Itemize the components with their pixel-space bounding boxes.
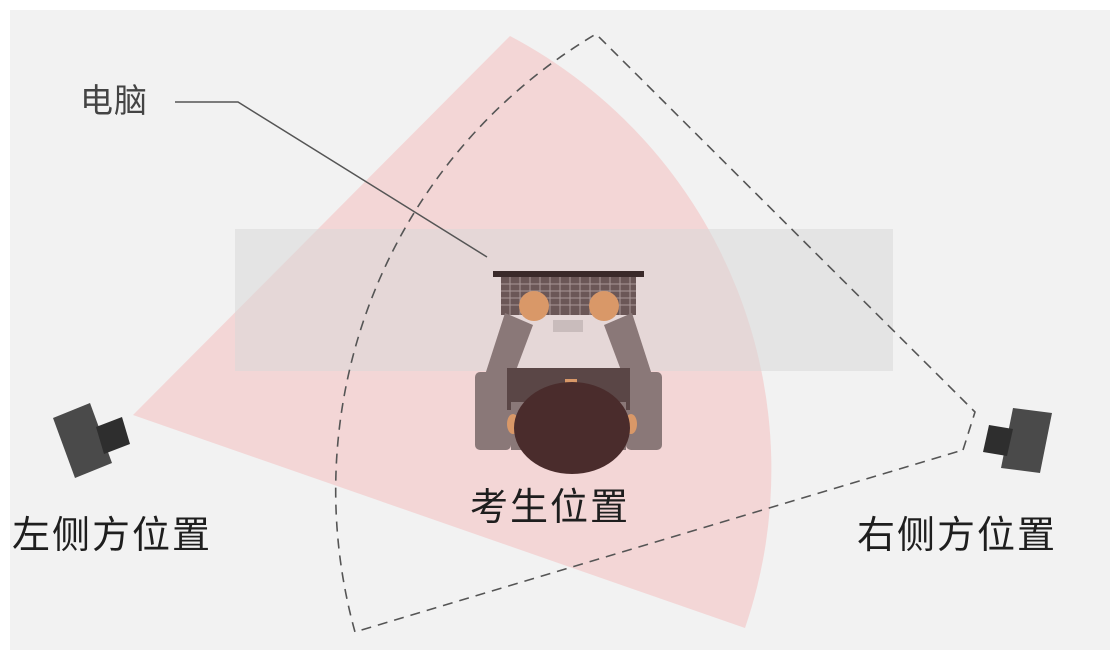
right-side-position-label: 右侧方位置 (857, 513, 1058, 557)
right-camera-view-outline (334, 32, 976, 634)
person-at-desk-icon (475, 291, 662, 474)
left-camera-icon (53, 403, 130, 478)
computer-label: 电脑 (80, 81, 148, 120)
candidate-position-label: 考生位置 (470, 485, 631, 529)
computer-leader-line (175, 101, 488, 258)
right-camera-icon (983, 408, 1052, 473)
left-side-position-label: 左侧方位置 (12, 513, 213, 557)
